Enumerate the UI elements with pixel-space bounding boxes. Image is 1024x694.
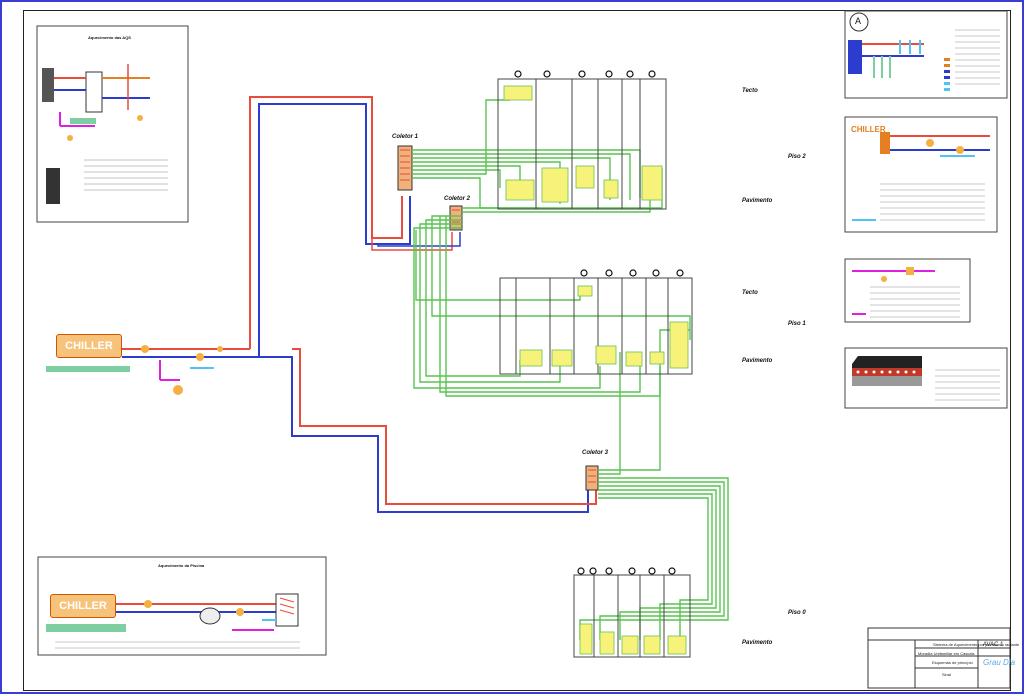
chiller-detail-label: CHILLER <box>851 125 886 134</box>
detail-circle-label: A <box>855 16 862 26</box>
pavimento-label-bottom: Pavimento <box>742 640 773 646</box>
chiller-pool: CHILLER <box>50 594 116 618</box>
pavimento-label-top: Pavimento <box>742 198 773 204</box>
chiller-main: CHILLER <box>56 334 122 358</box>
title-block-frame <box>867 627 1011 689</box>
detail-a-box <box>844 10 1008 99</box>
floor-1-plan <box>499 277 693 375</box>
title-block-sheet: Esquemas de princípio <box>932 660 973 665</box>
detail-chiller-box <box>844 116 998 233</box>
detail-aqs-box <box>36 25 189 223</box>
title-block-project: Moradia Unifamiliar em Cascais <box>918 651 975 656</box>
floor-0-plan <box>573 574 691 658</box>
tank-symbol <box>85 71 103 113</box>
tecto-label-mid: Tecto <box>742 290 758 296</box>
pavimento-label-mid: Pavimento <box>742 358 773 364</box>
detail-aqs-title: Aquecimento das AQS <box>88 35 131 40</box>
title-block-description: Sistema de Aquecimento por pavimento rad… <box>933 642 1020 647</box>
collector-2-label: Coletor 2 <box>444 196 471 202</box>
floor-2-plan <box>497 78 667 210</box>
title-block-brand: Grau Dia <box>983 658 1016 667</box>
boiler-symbol <box>42 68 54 102</box>
piso-0-label: Piso 0 <box>788 610 806 616</box>
detail-pool-title: Aquecimento da Piscina <box>158 563 205 568</box>
collector-1-label: Coletor 1 <box>392 134 419 140</box>
drawing-frame <box>23 10 1011 691</box>
title-block-scale: Sinal <box>942 672 951 677</box>
collector-3-label: Coletor 3 <box>582 450 609 456</box>
exchanger-symbol <box>46 168 60 204</box>
title-block-code: AVAC 1 <box>983 642 1004 648</box>
piso-2-label: Piso 2 <box>788 154 806 160</box>
piso-1-label: Piso 1 <box>788 321 806 327</box>
tecto-label-top: Tecto <box>742 88 758 94</box>
